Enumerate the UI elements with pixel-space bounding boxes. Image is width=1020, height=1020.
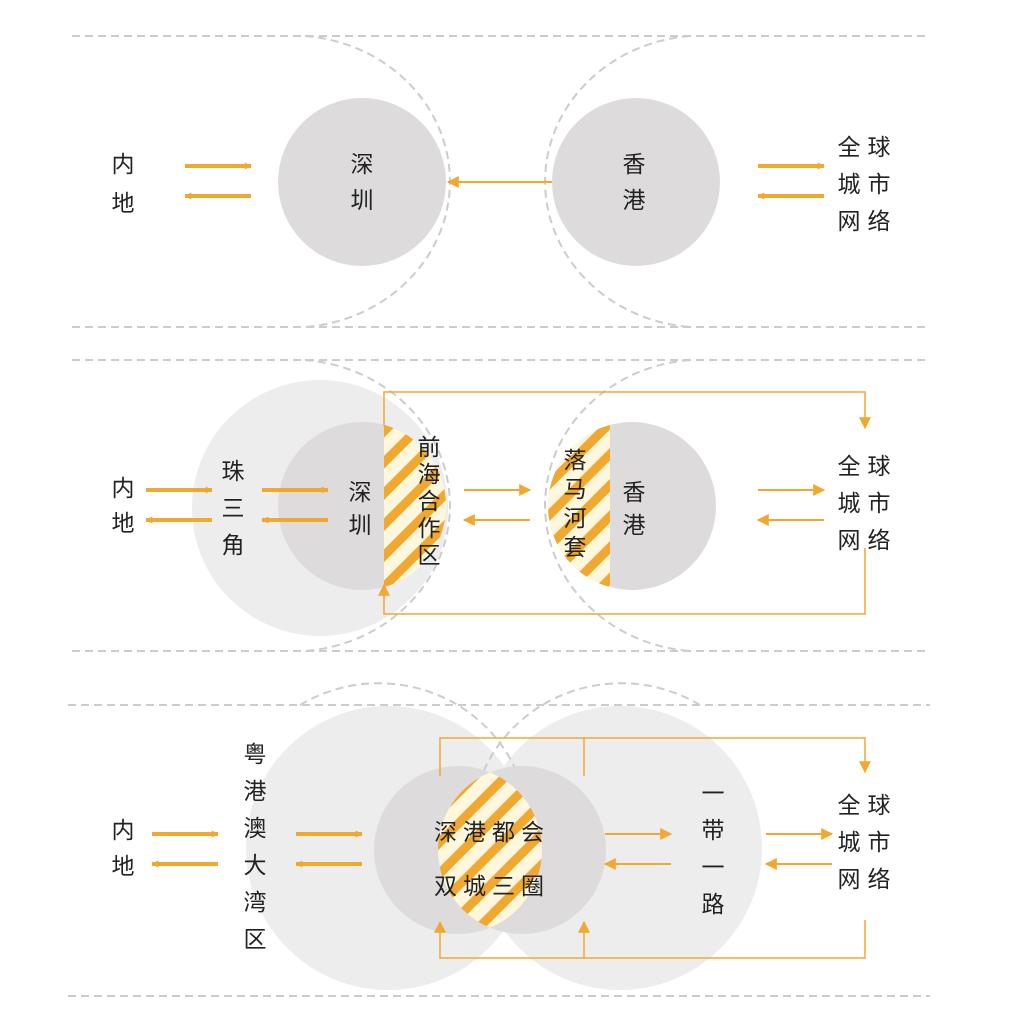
mainland-label: 内 xyxy=(112,476,135,502)
shenzhen-label: 圳 xyxy=(349,513,372,539)
svg-text:河: 河 xyxy=(564,506,587,532)
shenzhen-label: 深 xyxy=(351,152,374,178)
shenzhen-label: 圳 xyxy=(351,188,374,214)
svg-text:球: 球 xyxy=(868,135,891,161)
global-network-label: 全 球 城 市 网 络 xyxy=(838,793,891,893)
svg-text:市: 市 xyxy=(868,172,891,198)
svg-text:三: 三 xyxy=(222,496,245,522)
shenzhen-circle xyxy=(278,98,446,266)
global-network-label: 全 球 城 市 网 络 xyxy=(838,454,891,554)
connector-bottom-line xyxy=(434,920,866,959)
svg-text:球: 球 xyxy=(868,793,891,819)
svg-text:大: 大 xyxy=(244,853,267,879)
svg-text:一: 一 xyxy=(702,781,725,807)
svg-text:前: 前 xyxy=(418,435,441,461)
metro-label-line2: 双城三圈 xyxy=(434,874,550,900)
svg-text:湾: 湾 xyxy=(244,890,267,916)
svg-text:络: 络 xyxy=(868,528,891,554)
hongkong-circle xyxy=(552,98,720,266)
svg-text:全: 全 xyxy=(838,793,861,819)
metro-label-line1: 深港都会 xyxy=(434,820,550,846)
belt-road-sphere-outline xyxy=(479,682,701,781)
lokmachau-label: 落 马 河 套 xyxy=(564,448,587,561)
svg-text:一: 一 xyxy=(702,855,725,881)
mainland-label: 内 xyxy=(112,818,135,844)
connector-top-line xyxy=(439,737,871,776)
panel-2: 内 地 珠 三 角 深 圳 前 海 合 作 区 落 马 河 套 香 港 全 球 … xyxy=(72,359,930,652)
qianhai-label: 前 海 合 作 区 xyxy=(418,435,441,569)
shenzhen-sphere-outline xyxy=(304,359,451,652)
svg-text:市: 市 xyxy=(868,491,891,517)
svg-text:城: 城 xyxy=(838,830,861,856)
svg-text:市: 市 xyxy=(868,830,891,856)
connector-top-line xyxy=(383,391,871,430)
svg-text:络: 络 xyxy=(868,209,891,235)
connector-bottom-line xyxy=(378,548,866,615)
hongkong-label: 港 xyxy=(623,513,646,539)
hongkong-label: 港 xyxy=(623,188,646,214)
svg-text:络: 络 xyxy=(868,867,891,893)
svg-text:角: 角 xyxy=(222,533,245,559)
svg-text:港: 港 xyxy=(244,779,267,805)
svg-text:全: 全 xyxy=(838,454,861,480)
mainland-label: 内 xyxy=(112,152,135,178)
mainland-label: 地 xyxy=(112,511,135,537)
svg-text:粤: 粤 xyxy=(244,742,267,768)
svg-text:合: 合 xyxy=(418,489,441,515)
panel-1: 内 地 深 圳 香 港 全 球 城 市 网 络 xyxy=(72,35,930,328)
svg-text:带: 带 xyxy=(702,818,725,844)
svg-text:网: 网 xyxy=(838,528,861,554)
mainland-label: 地 xyxy=(112,191,135,217)
svg-text:作: 作 xyxy=(418,516,441,542)
svg-text:区: 区 xyxy=(244,927,267,953)
belt-road-label: 一 带 一 路 xyxy=(702,781,725,918)
svg-text:马: 马 xyxy=(564,477,587,503)
svg-text:全: 全 xyxy=(838,135,861,161)
svg-text:球: 球 xyxy=(868,454,891,480)
mainland-label: 地 xyxy=(112,854,135,880)
svg-text:城: 城 xyxy=(838,172,861,198)
global-network-label: 全 球 城 市 网 络 xyxy=(838,135,891,235)
svg-text:区: 区 xyxy=(418,543,441,569)
shenzhen-label: 深 xyxy=(349,480,372,506)
prd-label: 珠 三 角 xyxy=(222,459,245,559)
gba-sphere-outline xyxy=(299,682,521,781)
panel-3: 内 地 粤 港 澳 大 湾 区 深港都会 双城三圈 一 带 一 路 全 球 城 … xyxy=(68,682,930,997)
metro-overlap-hatch xyxy=(438,766,542,934)
svg-text:网: 网 xyxy=(838,209,861,235)
svg-text:套: 套 xyxy=(564,535,587,561)
svg-text:城: 城 xyxy=(838,491,861,517)
gba-label: 粤 港 澳 大 湾 区 xyxy=(244,742,267,953)
svg-text:澳: 澳 xyxy=(244,816,267,842)
hongkong-label: 香 xyxy=(623,480,646,506)
svg-text:落: 落 xyxy=(564,448,587,474)
svg-text:珠: 珠 xyxy=(222,459,245,485)
svg-text:网: 网 xyxy=(838,867,861,893)
svg-text:海: 海 xyxy=(418,462,441,488)
hongkong-label: 香 xyxy=(623,152,646,178)
hongkong-sphere-outline xyxy=(544,359,691,652)
svg-text:路: 路 xyxy=(702,892,725,918)
